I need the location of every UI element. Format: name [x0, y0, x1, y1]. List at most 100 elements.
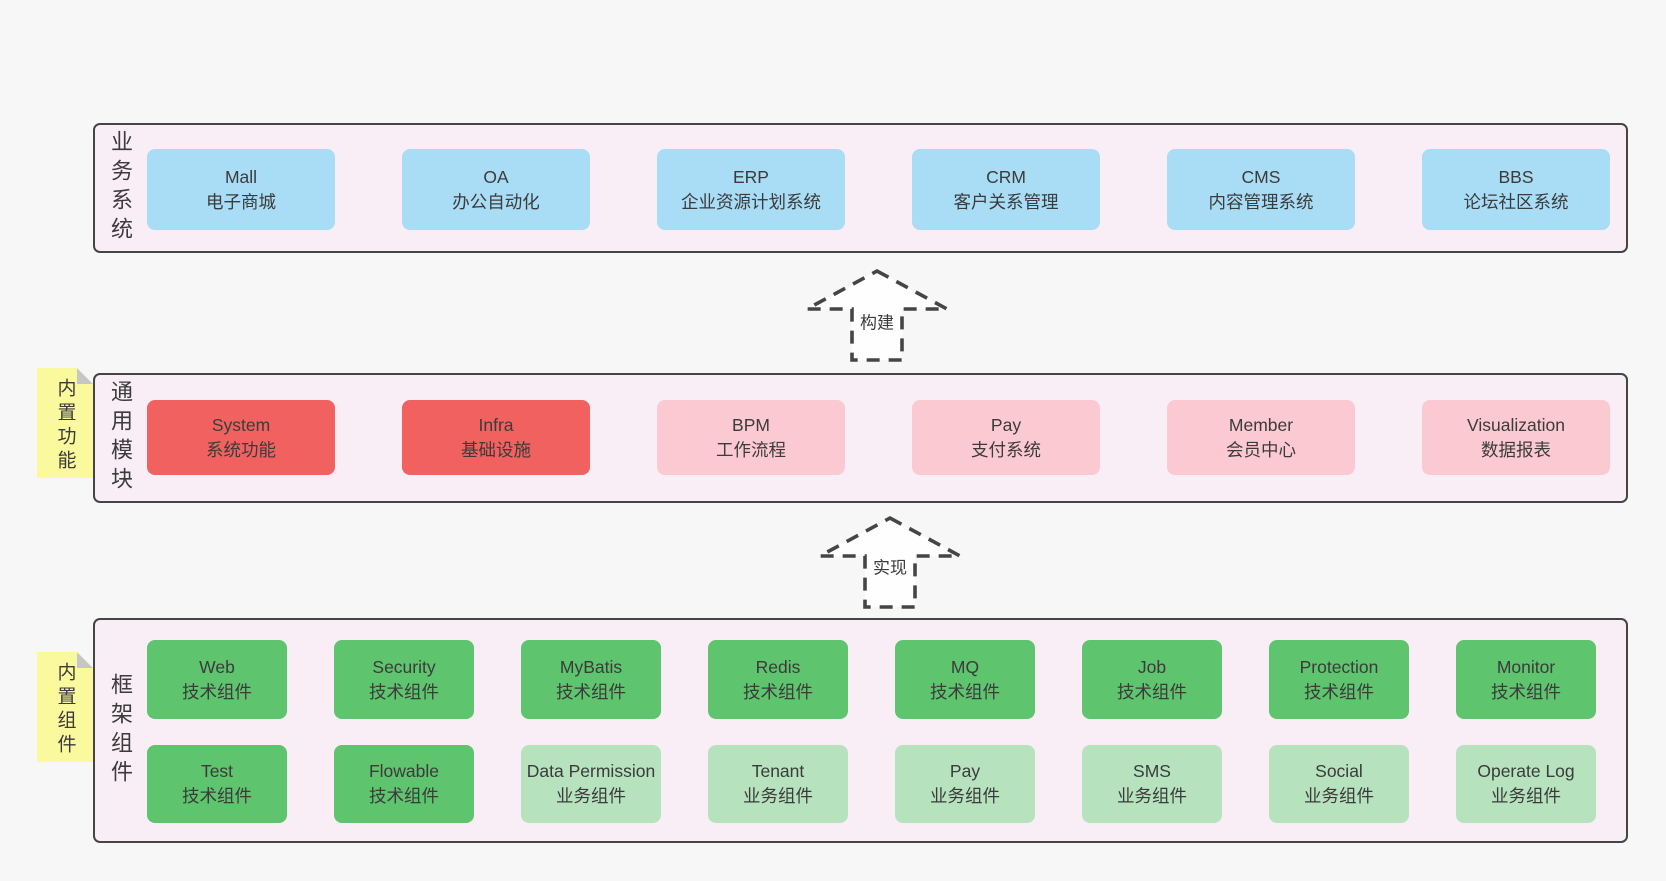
node-title: Flowable	[368, 761, 440, 782]
node-title: Infra	[478, 414, 514, 435]
node-subtitle: 业务组件	[743, 786, 813, 806]
diagram-node-cms: CMS 内容管理系统	[1167, 149, 1355, 230]
diagram-node-flowable: Flowable 技术组件	[334, 745, 474, 823]
node-subtitle: 数据报表	[1481, 439, 1551, 460]
diagram-node-social: Social 业务组件	[1269, 745, 1409, 823]
node-subtitle: 内容管理系统	[1208, 191, 1314, 212]
node-title: Social	[1315, 761, 1363, 782]
node-title: BPM	[732, 414, 770, 435]
diagram-node-web: Web 技术组件	[147, 640, 287, 719]
node-subtitle: 技术组件	[556, 681, 626, 702]
sticky-fold-icon	[77, 652, 93, 668]
node-title: CRM	[986, 166, 1026, 187]
node-subtitle: 业务组件	[930, 786, 1000, 806]
diagram-node-monitor: Monitor 技术组件	[1456, 640, 1596, 719]
diagram-node-member: Member 会员中心	[1167, 400, 1355, 475]
diagram-node-job: Job 技术组件	[1082, 640, 1222, 719]
node-title: MyBatis	[559, 656, 623, 677]
sticky-note-built-in-components: 内置组件	[37, 652, 93, 762]
diagram-node-visualization: Visualization 数据报表	[1422, 400, 1610, 475]
node-title: Visualization	[1467, 414, 1565, 435]
diagram-node-operate-log: Operate Log 业务组件	[1456, 745, 1596, 823]
sticky-fold-icon	[77, 368, 93, 384]
node-subtitle: 技术组件	[182, 681, 252, 702]
layer-common-modules-label: 通用模块	[108, 380, 133, 496]
node-title: Test	[200, 761, 234, 782]
node-subtitle: 基础设施	[461, 439, 531, 460]
node-subtitle: 技术组件	[1491, 681, 1561, 702]
node-subtitle: 会员中心	[1226, 439, 1296, 460]
node-subtitle: 企业资源计划系统	[681, 191, 821, 212]
node-subtitle: 电子商城	[206, 191, 276, 212]
node-title: Pay	[990, 414, 1022, 435]
diagram-node-data-permission: Data Permission 业务组件	[521, 745, 661, 823]
arrow-build-label: 构建	[857, 307, 897, 335]
node-title: Job	[1137, 656, 1167, 677]
sticky-note-built-in-components-label: 内置组件	[54, 662, 76, 758]
node-subtitle: 业务组件	[1491, 786, 1561, 806]
node-title: Web	[199, 656, 235, 677]
node-subtitle: 业务组件	[1117, 786, 1187, 806]
diagram-node-sms: SMS 业务组件	[1082, 745, 1222, 823]
diagram-node-pay: Pay 业务组件	[895, 745, 1035, 823]
diagram-node-test: Test 技术组件	[147, 745, 287, 823]
node-title: System	[211, 414, 271, 435]
node-title: OA	[483, 166, 509, 187]
node-title: BBS	[1498, 166, 1534, 187]
node-title: Redis	[755, 656, 801, 677]
node-title: MQ	[950, 656, 980, 677]
diagram-node-infra: Infra 基础设施	[402, 400, 590, 475]
diagram-node-crm: CRM 客户关系管理	[912, 149, 1100, 230]
node-title: Data Permission	[526, 761, 656, 782]
diagram-node-erp: ERP 企业资源计划系统	[657, 149, 845, 230]
diagram-node-system: System 系统功能	[147, 400, 335, 475]
node-title: SMS	[1133, 761, 1171, 782]
node-title: Operate Log	[1477, 761, 1575, 782]
node-subtitle: 系统功能	[206, 439, 276, 460]
node-subtitle: 技术组件	[369, 681, 439, 702]
node-title: Member	[1228, 414, 1294, 435]
layer-business-systems-label: 业务系统	[108, 130, 133, 246]
node-subtitle: 工作流程	[716, 439, 786, 460]
diagram-node-mall: Mall 电子商城	[147, 149, 335, 230]
node-title: Pay	[949, 761, 981, 782]
node-title: Protection	[1299, 656, 1379, 677]
diagram-node-redis: Redis 技术组件	[708, 640, 848, 719]
node-subtitle: 论坛社区系统	[1463, 191, 1569, 212]
node-subtitle: 技术组件	[930, 681, 1000, 702]
node-subtitle: 技术组件	[182, 786, 252, 806]
node-title: ERP	[733, 166, 769, 187]
sticky-note-built-in-features-label: 内置功能	[54, 378, 76, 474]
node-subtitle: 技术组件	[743, 681, 813, 702]
node-title: Security	[372, 656, 436, 677]
node-title: Mall	[224, 166, 258, 187]
node-subtitle: 技术组件	[369, 786, 439, 806]
node-title: Tenant	[751, 761, 805, 782]
diagram-node-bpm: BPM 工作流程	[657, 400, 845, 475]
node-subtitle: 客户关系管理	[953, 191, 1059, 212]
node-subtitle: 技术组件	[1117, 681, 1187, 702]
diagram-node-mybatis: MyBatis 技术组件	[521, 640, 661, 719]
diagram-node-bbs: BBS 论坛社区系统	[1422, 149, 1610, 230]
node-subtitle: 业务组件	[1304, 786, 1374, 806]
node-title: Monitor	[1496, 656, 1556, 677]
sticky-note-built-in-features: 内置功能	[37, 368, 93, 478]
node-subtitle: 技术组件	[1304, 681, 1374, 702]
node-subtitle: 业务组件	[556, 786, 626, 806]
diagram-node-protection: Protection 技术组件	[1269, 640, 1409, 719]
arrow-implement-label: 实现	[870, 552, 910, 580]
diagram-node-security: Security 技术组件	[334, 640, 474, 719]
layer-framework-components-label: 框架组件	[108, 672, 133, 789]
diagram-node-tenant: Tenant 业务组件	[708, 745, 848, 823]
node-title: CMS	[1241, 166, 1281, 187]
